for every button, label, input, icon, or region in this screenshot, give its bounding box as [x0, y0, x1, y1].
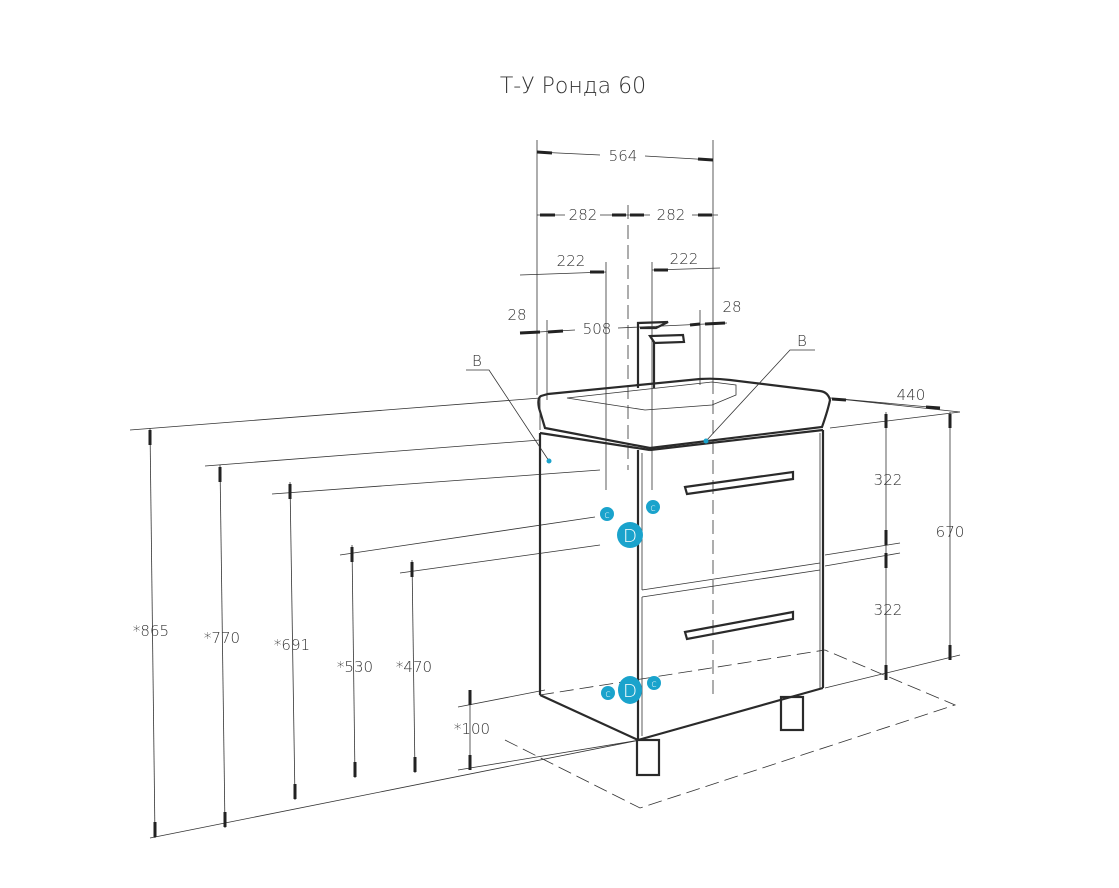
c-marker: [600, 507, 614, 521]
dim-470: *470: [396, 658, 432, 676]
drawer-handle-bottom: [683, 610, 795, 641]
faucet: [636, 320, 686, 388]
dim-margin-right: 28: [722, 298, 741, 316]
label-b-left: B: [472, 352, 482, 370]
c-marker: [647, 676, 661, 690]
dim-865: *865: [133, 622, 169, 640]
b-point-right: [703, 438, 709, 444]
dimension-arrows: [148, 150, 952, 837]
c-label: c: [651, 679, 657, 690]
dim-hole-left: 222: [557, 252, 586, 270]
drawer-handle-top: [683, 470, 795, 496]
floor-outline: [504, 649, 957, 809]
dim-cabinet-height: 670: [936, 523, 965, 541]
washbasin: [537, 377, 832, 450]
b-point-left: [546, 458, 552, 464]
dim-half-left: 282: [569, 206, 598, 224]
drawing-title: Т-У Ронда 60: [500, 74, 646, 99]
cabinet: [538, 428, 825, 742]
dim-hole-right: 222: [670, 250, 699, 268]
dim-530: *530: [337, 658, 373, 676]
c-label: c: [604, 510, 610, 521]
dim-770: *770: [204, 629, 240, 647]
drawer-bottom: [641, 570, 821, 736]
dim-depth: 440: [897, 386, 926, 404]
dim-drawer-bottom: 322: [874, 601, 903, 619]
label-leaders: [466, 349, 815, 462]
c-label: c: [605, 689, 611, 700]
dim-half-right: 282: [657, 206, 686, 224]
dim-691: *691: [274, 636, 310, 654]
connection-markers: [546, 438, 709, 704]
c-marker: [646, 500, 660, 514]
extension-lines: [129, 140, 961, 839]
dim-overall-width: 564: [609, 147, 638, 165]
d-label: D: [623, 526, 637, 547]
vertical-dimension-lines: [149, 412, 951, 839]
dim-100: *100: [454, 720, 490, 738]
drawer-top: [641, 433, 821, 598]
c-marker: [601, 686, 615, 700]
dim-inner-width: 508: [583, 320, 612, 338]
c-label: c: [650, 503, 656, 514]
legs: [635, 695, 805, 777]
d-marker: [618, 676, 642, 704]
dim-margin-left: 28: [507, 306, 526, 324]
horizontal-dimension-lines: [519, 151, 941, 409]
dim-drawer-top: 322: [874, 471, 903, 489]
d-marker: [617, 522, 643, 548]
label-b-right: B: [797, 332, 807, 350]
d-label: D: [623, 681, 637, 702]
